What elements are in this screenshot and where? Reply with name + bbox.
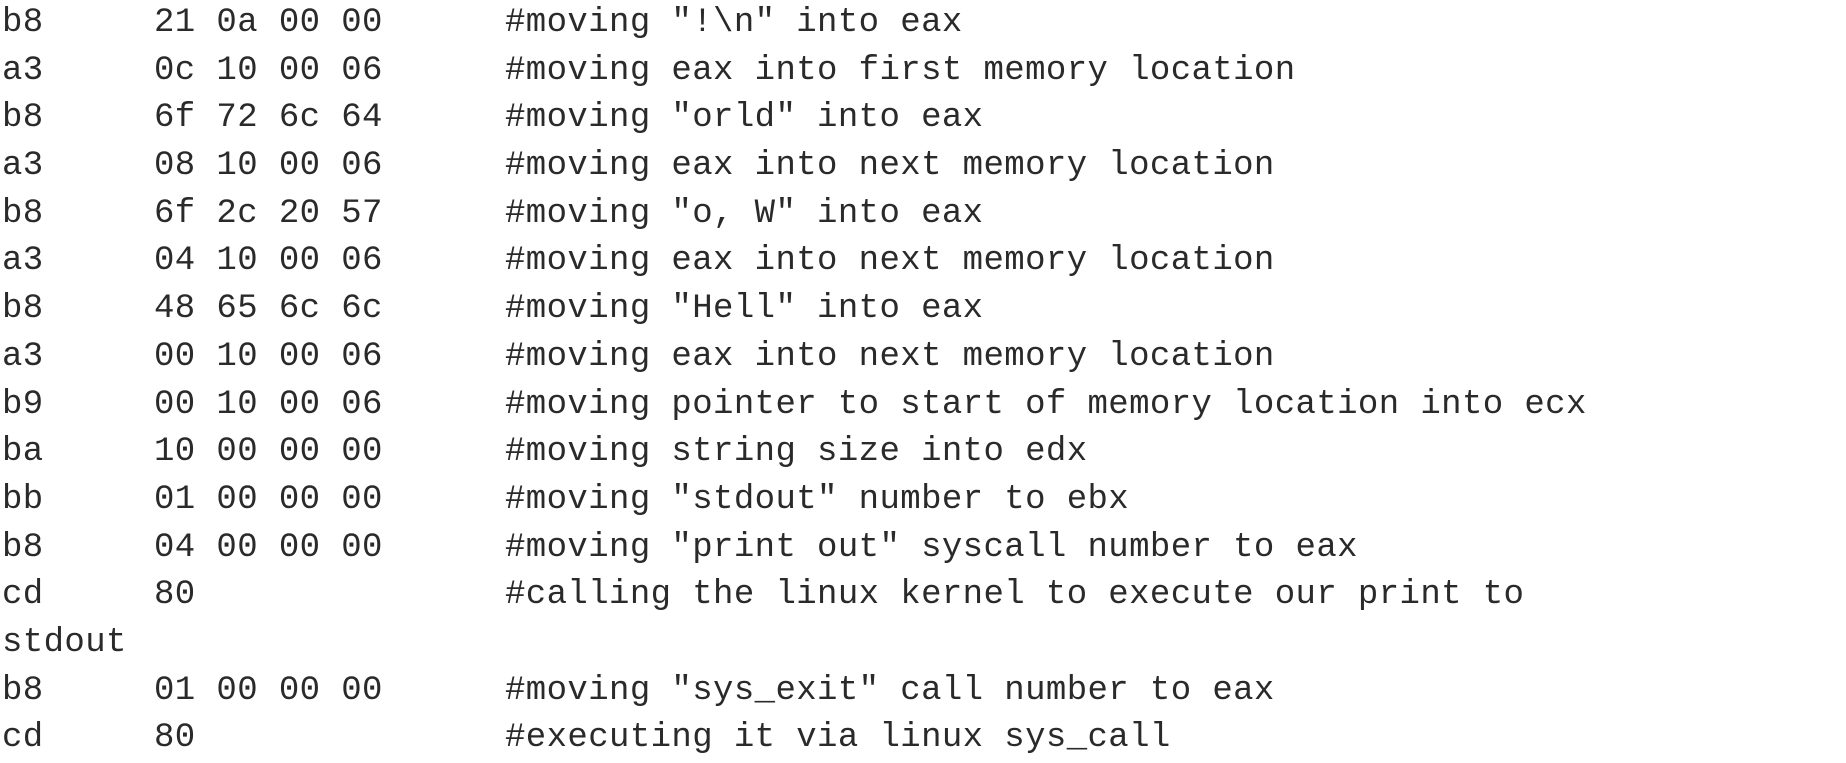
operand-bytes: 6f 2c 20 57 xyxy=(154,194,383,233)
opcode: b8 xyxy=(2,194,44,233)
line-comment: #moving eax into next memory location xyxy=(505,337,1275,376)
operand-bytes: 01 00 00 00 xyxy=(154,480,383,519)
opcode: cd xyxy=(2,719,44,758)
line-comment: #executing it via linux sys_call xyxy=(505,719,1171,758)
operand-bytes: 01 00 00 00 xyxy=(154,671,383,710)
operand-bytes: 04 00 00 00 xyxy=(154,528,383,567)
line-comment: #moving eax into next memory location xyxy=(505,242,1275,281)
code-line: a3 04 10 00 06 #moving eax into next memor… xyxy=(2,238,1587,286)
opcode: b8 xyxy=(2,671,44,710)
line-comment: #moving "orld" into eax xyxy=(505,99,984,138)
operand-bytes: 80 xyxy=(154,576,196,615)
code-line: a3 0c 10 00 06 #moving eax into first memo… xyxy=(2,48,1587,96)
opcode: b8 xyxy=(2,290,44,329)
line-comment: #moving pointer to start of memory locat… xyxy=(505,385,1587,424)
code-line: cd 80 #executing it via linux sys_call xyxy=(2,715,1587,763)
opcode: a3 xyxy=(2,337,44,376)
operand-bytes: 6f 72 6c 64 xyxy=(154,99,383,138)
line-comment: #moving "print out" syscall number to ea… xyxy=(505,528,1358,567)
opcode: bb xyxy=(2,480,44,519)
operand-bytes: 08 10 00 06 xyxy=(154,147,383,186)
line-comment: #moving eax into next memory location xyxy=(505,147,1275,186)
code-line: b8 01 00 00 00 #moving "sys_exit" call num… xyxy=(2,668,1587,716)
line-comment: #moving "sys_exit" call number to eax xyxy=(505,671,1275,710)
code-line: a3 08 10 00 06 #moving eax into next memor… xyxy=(2,143,1587,191)
opcode: b8 xyxy=(2,528,44,567)
machine-code-listing: b8 21 0a 00 00 #moving "!\n" into eax a3 0c… xyxy=(2,0,1587,763)
code-line: bb 01 00 00 00 #moving "stdout" number to … xyxy=(2,477,1587,525)
code-line: b8 6f 2c 20 57 #moving "o, W" into eax xyxy=(2,191,1587,239)
code-line: b8 21 0a 00 00 #moving "!\n" into eax xyxy=(2,0,1587,48)
code-line: b9 00 10 00 06 #moving pointer to start of… xyxy=(2,382,1587,430)
line-comment: #moving "!\n" into eax xyxy=(505,4,963,42)
operand-bytes: 00 10 00 06 xyxy=(154,385,383,424)
line-comment: #moving "o, W" into eax xyxy=(505,194,984,233)
code-line: b8 04 00 00 00 #moving "print out" syscall… xyxy=(2,525,1587,573)
opcode: cd xyxy=(2,576,44,615)
opcode: a3 xyxy=(2,242,44,281)
opcode: a3 xyxy=(2,51,44,90)
operand-bytes: 00 10 00 06 xyxy=(154,337,383,376)
wrapped-comment-continuation: stdout xyxy=(2,623,127,662)
code-line: a3 00 10 00 06 #moving eax into next memor… xyxy=(2,334,1587,382)
line-comment: #moving "Hell" into eax xyxy=(505,290,984,329)
operand-bytes: 10 00 00 00 xyxy=(154,433,383,472)
opcode: b8 xyxy=(2,99,44,138)
opcode: b8 xyxy=(2,4,44,42)
line-comment: #moving string size into edx xyxy=(505,433,1088,472)
operand-bytes: 21 0a 00 00 xyxy=(154,4,383,42)
code-line: cd 80 #calling the linux kernel to execute… xyxy=(2,572,1587,620)
operand-bytes: 04 10 00 06 xyxy=(154,242,383,281)
code-line: b8 6f 72 6c 64 #moving "orld" into eax xyxy=(2,95,1587,143)
code-line: b8 48 65 6c 6c #moving "Hell" into eax xyxy=(2,286,1587,334)
opcode: ba xyxy=(2,433,44,472)
operand-bytes: 48 65 6c 6c xyxy=(154,290,383,329)
opcode: b9 xyxy=(2,385,44,424)
operand-bytes: 0c 10 00 06 xyxy=(154,51,383,90)
line-comment: #calling the linux kernel to execute our… xyxy=(505,576,1525,615)
line-comment: #moving eax into first memory location xyxy=(505,51,1296,90)
operand-bytes: 80 xyxy=(154,719,196,758)
opcode: a3 xyxy=(2,147,44,186)
line-comment: #moving "stdout" number to ebx xyxy=(505,480,1130,519)
code-line: ba 10 00 00 00 #moving string size into ed… xyxy=(2,429,1587,477)
